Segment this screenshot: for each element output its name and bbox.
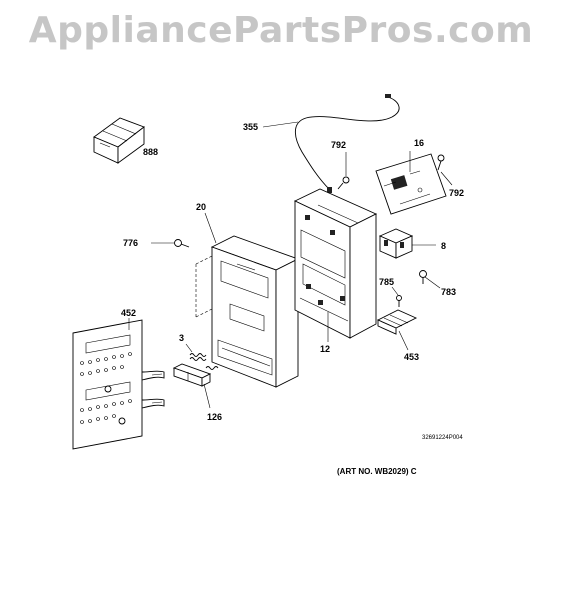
label-792-left: 792 xyxy=(331,140,346,150)
keypad-buttons xyxy=(80,352,132,425)
part-792-screw-right xyxy=(437,154,453,186)
part-12-chassis-frame xyxy=(293,188,378,342)
label-8: 8 xyxy=(441,241,446,251)
part-453-bracket xyxy=(376,309,418,351)
label-355: 355 xyxy=(243,122,258,132)
part-792-screw-left xyxy=(337,152,350,190)
label-888: 888 xyxy=(143,147,158,157)
part-783-screw xyxy=(419,270,441,289)
label-452: 452 xyxy=(121,308,136,318)
label-776: 776 xyxy=(123,238,138,248)
label-792-right: 792 xyxy=(449,188,464,198)
part-3-springs xyxy=(185,343,219,370)
part-16-control-board xyxy=(375,151,447,215)
art-number: (ART NO. WB2029) C xyxy=(337,467,417,476)
watermark-logo: AppliancePartsPros.com xyxy=(28,10,534,51)
part-126-button-bar xyxy=(172,363,212,409)
part-8-bracket xyxy=(378,228,436,259)
label-453: 453 xyxy=(404,352,419,362)
label-126: 126 xyxy=(207,412,222,422)
part-452-keypad-overlay xyxy=(72,318,165,450)
label-20: 20 xyxy=(196,202,206,212)
part-20-door-panel xyxy=(195,212,300,388)
part-785-screw xyxy=(391,286,402,307)
part-776-screw xyxy=(151,239,190,248)
label-12: 12 xyxy=(320,344,330,354)
label-3: 3 xyxy=(179,333,184,343)
label-783: 783 xyxy=(441,287,456,297)
drawing-number: 32691224P004 xyxy=(422,435,463,441)
part-888-box xyxy=(93,117,145,164)
label-16: 16 xyxy=(414,138,424,148)
part-355-wire-harness xyxy=(262,94,400,193)
label-785: 785 xyxy=(379,277,394,287)
